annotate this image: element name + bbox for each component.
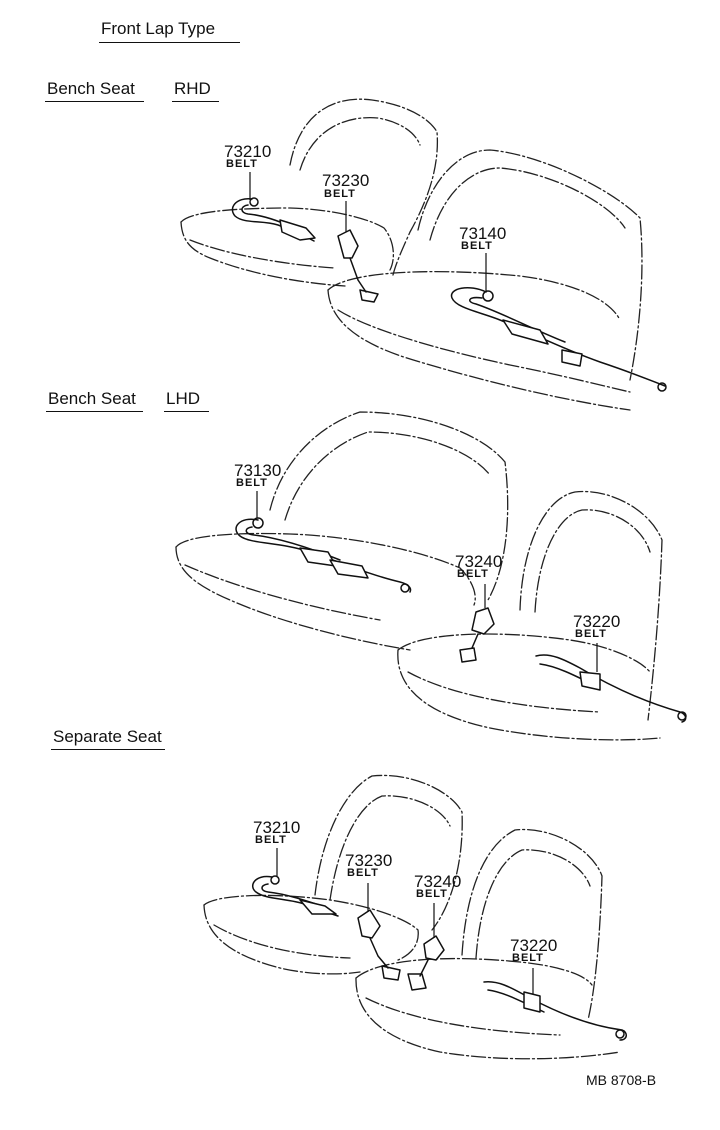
part-name-73240-separate: BELT: [416, 888, 448, 900]
leader-lines: [249, 172, 598, 994]
rhd-buckle-73230: [337, 229, 379, 303]
lhd-belt-73130: [235, 517, 412, 593]
part-number-73210-rhd: 73210: [224, 142, 272, 161]
part-number-73220-lhd: 73220: [573, 612, 621, 631]
figure-code: MB 8708-B: [586, 1072, 657, 1088]
section-lhd-side-underline: [164, 411, 209, 412]
lhd-buckle-73240: [459, 607, 495, 663]
part-name-73210-separate: BELT: [255, 834, 287, 846]
part-name-73240-lhd: BELT: [457, 568, 489, 580]
section-rhd-side-underline: [172, 101, 219, 102]
part-number-73220-separate: 73220: [510, 936, 558, 955]
part-name-73140-rhd: BELT: [461, 240, 493, 252]
part-number-73240-separate: 73240: [414, 872, 462, 891]
lhd-left-seat: [175, 411, 509, 651]
part-number-73240-lhd: 73240: [455, 552, 503, 571]
page-title-underline: [99, 42, 240, 43]
lhd-belt-73220: [535, 654, 687, 723]
separate-right-seat: [355, 828, 621, 1060]
part-number-73210-separate: 73210: [253, 818, 301, 837]
section-rhd-seat-underline: [45, 101, 144, 102]
section-lhd-side-heading: LHD: [166, 389, 201, 408]
separate-left-seat: [203, 774, 463, 975]
rhd-belt-73210: [231, 197, 316, 242]
section-separate-seat-heading: Separate Seat: [53, 727, 162, 746]
rhd-right-seat: [327, 149, 643, 411]
part-name-73230-separate: BELT: [347, 867, 379, 879]
separate-belt-73210: [251, 875, 339, 917]
section-lhd-seat-heading: Bench Seat: [48, 389, 136, 408]
section-lhd-seat-underline: [46, 411, 143, 412]
separate-belt-73220: [483, 981, 627, 1041]
part-number-73230-separate: 73230: [345, 851, 393, 870]
section-rhd-side-heading: RHD: [174, 79, 211, 98]
page-title: Front Lap Type: [101, 19, 216, 38]
rhd-left-seat: [180, 98, 439, 287]
separate-buckle-73240: [407, 935, 445, 991]
part-number-73140-rhd: 73140: [459, 224, 507, 243]
part-name-73230-rhd: BELT: [324, 188, 356, 200]
part-name-73130-lhd: BELT: [236, 477, 268, 489]
part-name-73220-lhd: BELT: [575, 628, 607, 640]
part-name-73210-rhd: BELT: [226, 158, 258, 170]
section-separate-seat-underline: [51, 749, 165, 750]
section-rhd-seat-heading: Bench Seat: [47, 79, 135, 98]
part-number-73230-rhd: 73230: [322, 171, 370, 190]
part-name-73220-separate: BELT: [512, 952, 544, 964]
part-number-73130-lhd: 73130: [234, 461, 282, 480]
lhd-right-seat: [397, 490, 663, 741]
separate-buckle-73230: [357, 909, 401, 981]
rhd-belt-73140: [450, 286, 667, 392]
